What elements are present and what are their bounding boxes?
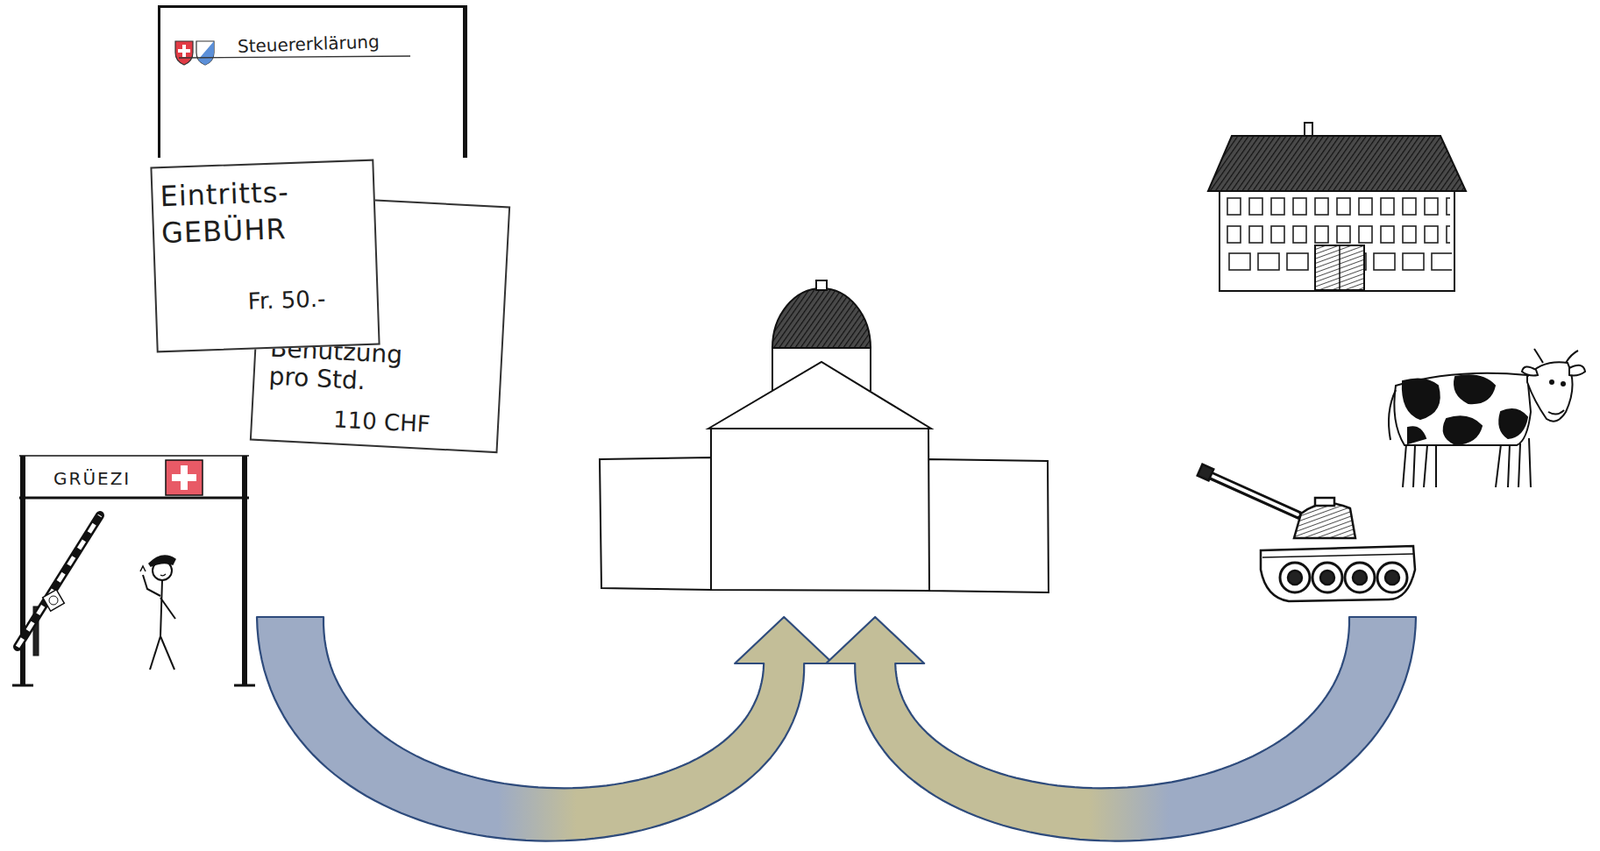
rural-army-panel: [1201, 117, 1594, 611]
border-crossing-panel: GRÜEZI: [7, 454, 264, 692]
border-crossing: [12, 455, 256, 686]
greeting-sign: GRÜEZI: [53, 468, 131, 490]
tank: [1197, 464, 1416, 602]
curved-arrow: [825, 617, 1416, 842]
curved-arrow: [256, 617, 833, 842]
farmhouse: [1208, 122, 1466, 292]
parliament-node: [597, 280, 1053, 618]
parliament-building: [599, 280, 1049, 593]
fee-card: Eintritts- GEBÜHR Fr. 50.-: [149, 159, 380, 354]
form-title: Steuererklärung: [237, 30, 381, 57]
form-rule: [178, 56, 411, 58]
fee-amount: Fr. 50.-: [247, 285, 327, 316]
tax-form: Steuererklärung: [157, 5, 468, 158]
usage-price: 110 CHF: [332, 405, 431, 439]
fee-title: Eintritts- GEBÜHR: [159, 171, 373, 253]
cow: [1388, 348, 1586, 488]
coat-of-arms: [175, 41, 214, 65]
